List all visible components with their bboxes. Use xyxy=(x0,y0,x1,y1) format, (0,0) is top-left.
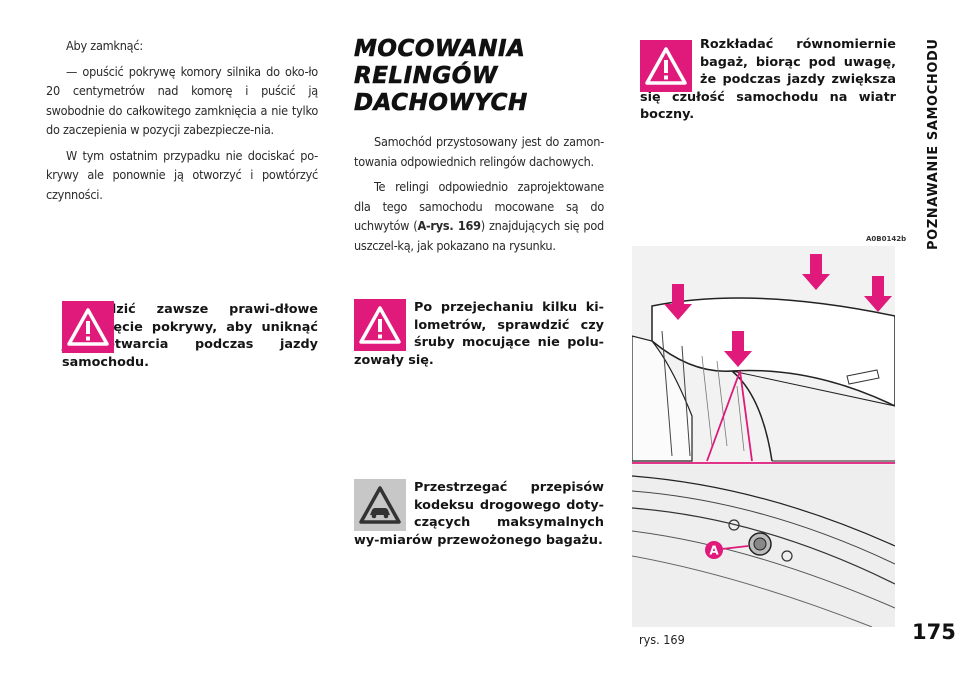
notice-box-regulations: Przestrzegać przepisów kodeksu drogowego… xyxy=(354,479,604,549)
warning-box-luggage: Rozkładać równomiernie bagaż, biorąc pod… xyxy=(640,36,896,124)
intro-text: Aby zamknąć: xyxy=(66,38,143,53)
figure-code: A0B0142b xyxy=(866,235,907,243)
heading-line: MOCOWANIA xyxy=(354,36,526,63)
warning-text: Sprawdzić zawsze prawi-dłowe zamknięcie … xyxy=(62,302,318,370)
warning-text-content: Rozkładać równomiernie bagaż, biorąc pod… xyxy=(640,37,896,122)
racks-mount-text-b: ) znajdujących się pod uszczel-ką, jak p… xyxy=(354,218,604,253)
warning-text-content: Po przejechaniu kilku ki-lometrów, spraw… xyxy=(354,300,604,368)
figure-caption: rys. 169 xyxy=(639,632,685,647)
racks-mount-text: Te relingi odpowiednio zaprojektowane dl… xyxy=(354,177,604,255)
warning-box-bolts: Po przejechaniu kilku ki-lometrów, spraw… xyxy=(354,299,604,369)
racks-mount-text-a: Te relingi odpowiednio zaprojektowane dl… xyxy=(354,179,604,233)
chapter-title-text: POZNAWANIE SAMOCHODU xyxy=(926,38,941,250)
warning-box-hood: Sprawdzić zawsze prawi-dłowe zamknięcie … xyxy=(62,301,318,371)
chapter-title: POZNAWANIE SAMOCHODU xyxy=(926,38,946,270)
warning-icon xyxy=(62,301,114,353)
left-text-block: Aby zamknąć: — opuścić pokrywę komory si… xyxy=(46,36,318,210)
warning-text: Rozkładać równomiernie bagaż, biorąc pod… xyxy=(640,36,896,124)
page-number: 175 xyxy=(912,620,956,644)
roof-rack-figure: A xyxy=(632,246,895,627)
notice-text: Przestrzegać przepisów kodeksu drogowego… xyxy=(354,479,604,549)
middle-text-block: Samochód przystosowany jest do zamon-tow… xyxy=(354,132,604,261)
warning-icon xyxy=(640,40,692,92)
close-step-text: — opuścić pokrywę komory silnika do oko-… xyxy=(46,63,318,138)
racks-intro-text: Samochód przystosowany jest do zamon-tow… xyxy=(354,134,604,169)
car-roof-illustration: A xyxy=(632,246,895,627)
close-note-text: W tym ostatnim przypadku nie dociskać po… xyxy=(46,147,318,202)
heading-line: DACHOWYCH xyxy=(354,90,528,117)
section-heading: MOCOWANIA RELINGÓW DACHOWYCH xyxy=(354,36,528,117)
warning-icon xyxy=(354,299,406,351)
notice-icon xyxy=(354,479,406,531)
notice-text-content: Przestrzegać przepisów kodeksu drogowego… xyxy=(354,480,604,548)
arrow-icons xyxy=(664,254,892,367)
heading-line: RELINGÓW xyxy=(354,63,498,90)
figure-label-a: A xyxy=(709,544,719,558)
figure-reference: A-rys. 169 xyxy=(417,218,481,233)
warning-text: Po przejechaniu kilku ki-lometrów, spraw… xyxy=(354,299,604,369)
